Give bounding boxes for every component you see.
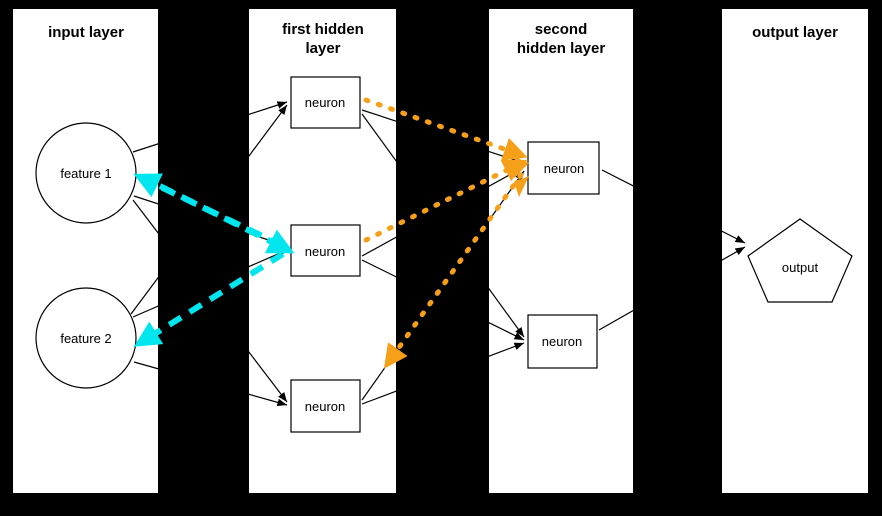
edge-feature1-to-h1neuron3 bbox=[132, 199, 288, 403]
output-pentagon bbox=[747, 218, 853, 303]
feature-1-circle bbox=[35, 122, 137, 224]
edge-feature2-to-h1neuron2 bbox=[132, 249, 288, 318]
edge-h1neuron1-to-h2neuron2 bbox=[361, 113, 525, 338]
layer-title-second-hidden-line1: second bbox=[535, 21, 588, 38]
orange-arrowhead-upper bbox=[514, 157, 529, 178]
panel-input-layer bbox=[13, 9, 158, 493]
h2-neuron-1-box bbox=[527, 141, 600, 195]
h1-neuron-2-label: neuron bbox=[305, 244, 345, 259]
edge-feature1-to-h1neuron1 bbox=[132, 101, 288, 153]
edge-h1neuron1-to-h2neuron1 bbox=[361, 109, 525, 164]
layer-title-input: input layer bbox=[48, 24, 124, 41]
edge-h1neuron3-to-h2neuron2 bbox=[361, 342, 525, 405]
orange-arrowhead-lower bbox=[514, 176, 529, 197]
edge-h1neuron2-to-h2neuron2 bbox=[361, 259, 525, 341]
cyan-edge-to-feature-2 bbox=[133, 251, 285, 347]
h2-neuron-2-label: neuron bbox=[542, 334, 582, 349]
orange-edge-h1neuron1-to-h2neuron1 bbox=[363, 97, 528, 161]
feature-2-label: feature 2 bbox=[60, 331, 111, 346]
orange-edge-h2neuron1-to-h1neuron3 bbox=[383, 172, 524, 369]
node-h2-neuron-2[interactable]: neuron bbox=[527, 314, 598, 369]
h1-neuron-1-box bbox=[290, 76, 361, 129]
layer-title-output: output layer bbox=[752, 24, 838, 41]
orange-edge-h1neuron2-to-h2neuron1 bbox=[363, 159, 528, 243]
edge-feature1-to-h1neuron2 bbox=[133, 195, 288, 247]
node-feature-1[interactable]: feature 1 bbox=[35, 122, 137, 224]
output-label: output bbox=[782, 260, 819, 275]
layer-title-first-hidden-line2: layer bbox=[305, 40, 340, 57]
highlight-edges-orange bbox=[363, 97, 529, 369]
node-h1-neuron-3[interactable]: neuron bbox=[290, 379, 361, 433]
layer-title-second-hidden-line2: hidden layer bbox=[517, 40, 606, 57]
edge-h2neuron1-to-output bbox=[601, 169, 746, 244]
h1-neuron-3-label: neuron bbox=[305, 399, 345, 414]
node-h2-neuron-1-highlighted[interactable]: neuron bbox=[527, 141, 600, 195]
layer-title-first-hidden-line1: first hidden bbox=[282, 21, 364, 38]
h2-neuron-2-box bbox=[527, 314, 598, 369]
node-h1-neuron-1[interactable]: neuron bbox=[290, 76, 361, 129]
h1-neuron-1-label: neuron bbox=[305, 95, 345, 110]
node-output[interactable]: output bbox=[747, 218, 853, 303]
h1-neuron-3-box bbox=[290, 379, 361, 433]
edge-h1neuron2-to-h2neuron1 bbox=[361, 166, 525, 257]
edge-feature2-to-h1neuron3 bbox=[133, 361, 288, 407]
panel-second-hidden-layer bbox=[489, 9, 633, 493]
node-h1-neuron-2-highlighted[interactable]: neuron bbox=[290, 224, 361, 277]
highlight-edges-cyan bbox=[133, 173, 295, 347]
edge-h2neuron2-to-output bbox=[598, 246, 746, 331]
node-feature-2[interactable]: feature 2 bbox=[35, 287, 137, 389]
feature-1-label: feature 1 bbox=[60, 166, 111, 181]
h2-neuron-1-label: neuron bbox=[544, 161, 584, 176]
